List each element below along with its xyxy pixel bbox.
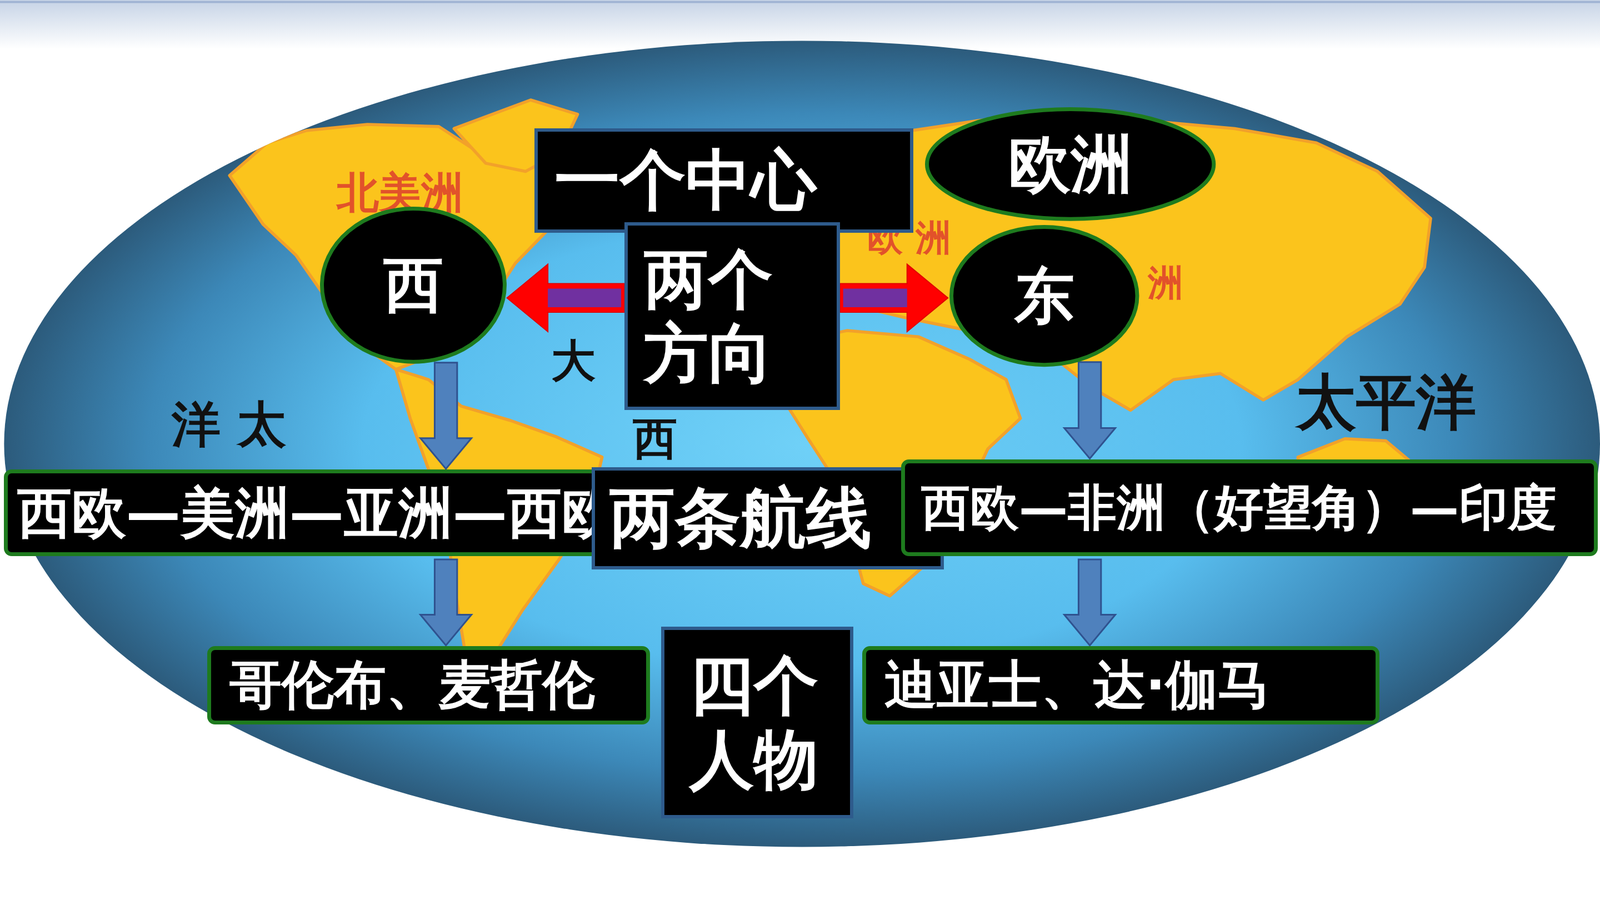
direction-arrow bbox=[840, 264, 949, 332]
route-box: 西欧—非洲（好望角）—印度 bbox=[901, 459, 1598, 557]
node-text: 西欧—美洲—亚洲—西欧 bbox=[17, 481, 617, 545]
direction-box: 两个方向 bbox=[624, 222, 840, 410]
node-text: 哥伦布、麦哲伦 bbox=[229, 655, 595, 715]
route-box: 西欧—美洲—亚洲—西欧 bbox=[3, 469, 643, 557]
node-text: 西欧—非洲（好望角）—印度 bbox=[921, 479, 1557, 536]
map-label: 太平洋 bbox=[1296, 369, 1477, 436]
arrow-body bbox=[420, 362, 472, 469]
people-box: 迪亚士、达·伽马 bbox=[862, 646, 1380, 725]
flow-arrow bbox=[420, 362, 472, 469]
center-box: 一个中心 bbox=[534, 128, 913, 233]
direction-circle: 西 bbox=[319, 206, 508, 365]
flow-arrow bbox=[420, 559, 472, 646]
node-text: 西 bbox=[383, 250, 444, 320]
direction-circle: 东 bbox=[948, 224, 1140, 368]
top-rule bbox=[0, 1, 1600, 4]
arrow-body bbox=[840, 264, 949, 332]
people-title-box: 四个人物 bbox=[661, 626, 853, 819]
arrow-body bbox=[420, 559, 472, 646]
flow-arrow bbox=[1064, 559, 1116, 646]
map-label: 西 bbox=[632, 414, 678, 464]
ellipse-shape bbox=[927, 109, 1214, 220]
ocean-oval bbox=[3, 40, 1600, 847]
node-text: 迪亚士、达·伽马 bbox=[884, 655, 1270, 715]
arrow-body bbox=[507, 264, 625, 332]
flow-arrow bbox=[1064, 362, 1116, 459]
arrow-core bbox=[547, 288, 622, 308]
map-label: 洲 bbox=[1147, 263, 1184, 303]
map-label: 大 bbox=[551, 336, 596, 386]
node-text: 一个中心 bbox=[554, 142, 817, 219]
direction-arrow bbox=[507, 264, 625, 332]
people-box: 哥伦布、麦哲伦 bbox=[207, 646, 650, 725]
arrow-body bbox=[1064, 559, 1116, 646]
arrow-body bbox=[1064, 362, 1116, 459]
center-ellipse: 欧洲 bbox=[924, 106, 1217, 222]
node-text: 东 bbox=[1014, 261, 1075, 331]
node-text: 两个方向 bbox=[643, 242, 780, 391]
ellipse-shape bbox=[951, 227, 1138, 365]
map-label: 洋 太 bbox=[171, 397, 287, 452]
node-text: 四个人物 bbox=[689, 648, 825, 797]
node-text: 欧洲 bbox=[1008, 128, 1133, 200]
arrow-core bbox=[843, 288, 908, 308]
ellipse-shape bbox=[321, 208, 505, 363]
route-title-box: 两条航线 bbox=[591, 467, 944, 570]
node-text: 两条航线 bbox=[609, 480, 872, 557]
